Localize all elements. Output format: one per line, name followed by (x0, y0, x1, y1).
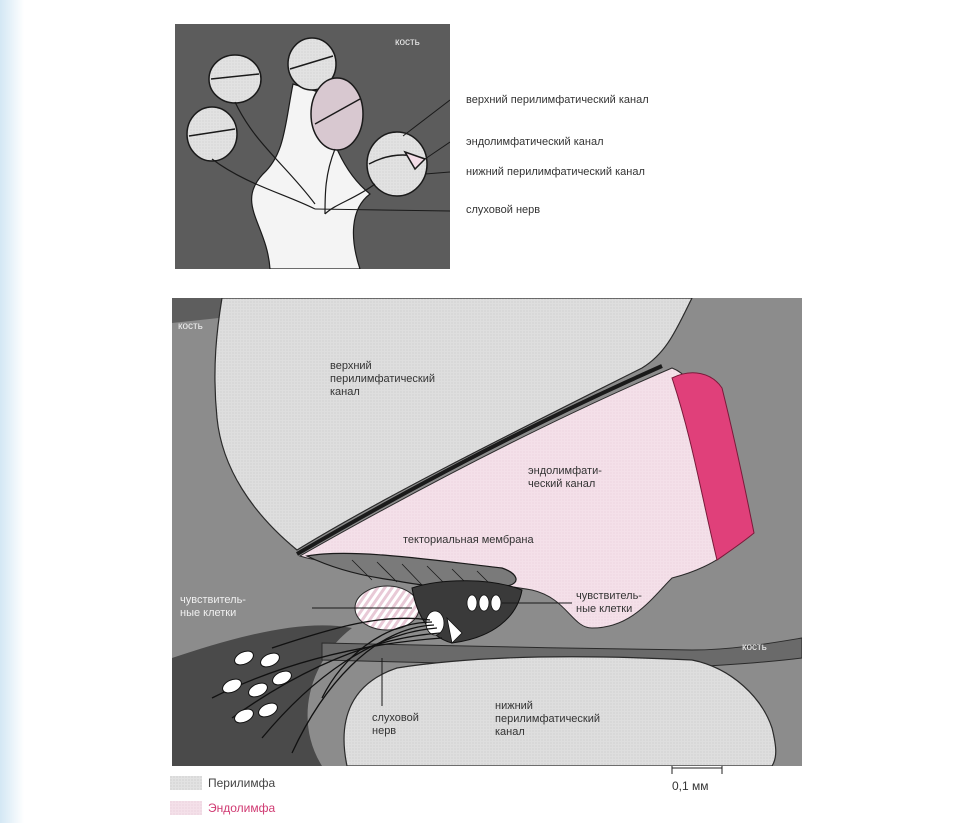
top-label-lower-canal: нижний перилимфатический канал (466, 166, 645, 179)
legend-label-perilymph: Перилимфа (208, 776, 275, 790)
top-label-endolymph-canal: эндолимфатический канал (466, 136, 604, 149)
main-bone-left-label: кость (178, 320, 203, 333)
main-tectorial-membrane-label: текториальная мембрана (403, 534, 534, 547)
top-bone-label: кость (395, 36, 420, 49)
top-label-upper-canal: верхний перилимфатический канал (466, 94, 649, 107)
main-bone-right-label: кость (742, 641, 767, 654)
cochlear-duct-diagram (172, 298, 802, 766)
left-edge-gradient (0, 0, 24, 823)
main-lower-canal-label: нижний перилимфатический канал (495, 700, 600, 739)
scale-bar-label: 0,1 мм (672, 780, 709, 793)
legend-label-endolymph: Эндолимфа (208, 801, 275, 815)
main-nerve-label: слуховой нерв (372, 712, 419, 738)
cochlea-overview-diagram (175, 24, 450, 269)
legend-swatch-endolymph (170, 801, 202, 815)
main-sensory-cells-right-label: чувствитель- ные клетки (576, 590, 642, 616)
top-label-nerve: слуховой нерв (466, 204, 540, 217)
main-endolymph-canal-label: эндолимфати- ческий канал (528, 465, 602, 491)
legend-swatch-perilymph (170, 776, 202, 790)
main-sensory-cells-left-label: чувствитель- ные клетки (180, 594, 246, 620)
main-upper-canal-label: верхний перилимфатический канал (330, 360, 435, 399)
scale-bar (670, 766, 725, 776)
